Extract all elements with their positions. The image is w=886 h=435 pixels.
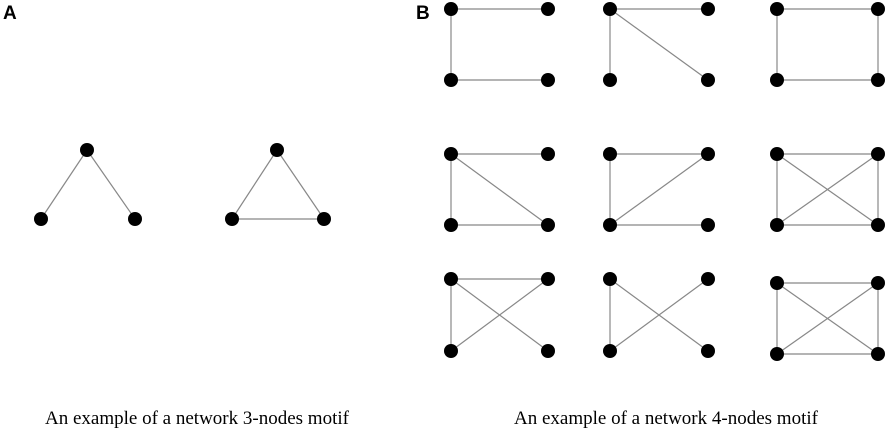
motif-node xyxy=(541,272,555,286)
motif-node xyxy=(444,2,458,16)
motif-node xyxy=(541,73,555,87)
motif-node xyxy=(444,218,458,232)
motif-node xyxy=(770,2,784,16)
panel-b-label: B xyxy=(416,3,430,24)
motif-node xyxy=(603,2,617,16)
motif-node xyxy=(701,147,715,161)
motif-square-with-diagonal-a xyxy=(444,147,555,232)
panel-b-motifs xyxy=(444,2,885,361)
motif-node xyxy=(444,147,458,161)
motif-bowtie-cross xyxy=(603,272,715,358)
motif-node xyxy=(225,212,239,226)
motif-edge xyxy=(86,149,136,220)
motif-node xyxy=(871,276,885,290)
motif-node xyxy=(444,73,458,87)
motif-node xyxy=(770,276,784,290)
motif-open-triad xyxy=(34,143,142,226)
motif-node xyxy=(701,272,715,286)
motif-edge xyxy=(609,278,709,352)
panel-a-caption: An example of a network 3-nodes motif xyxy=(45,408,350,429)
motif-node xyxy=(80,143,94,157)
motif-node xyxy=(770,347,784,361)
motif-node xyxy=(128,212,142,226)
motif-edge xyxy=(776,153,879,226)
motif-node xyxy=(701,218,715,232)
motif-node xyxy=(603,272,617,286)
motif-node xyxy=(701,73,715,87)
motif-node xyxy=(770,147,784,161)
motif-star-top-left xyxy=(603,2,715,87)
motif-node xyxy=(444,272,458,286)
motif-node xyxy=(770,73,784,87)
motif-node xyxy=(444,344,458,358)
motif-node xyxy=(701,344,715,358)
motif-closed-triangle xyxy=(225,143,331,226)
motif-node xyxy=(871,2,885,16)
motif-node xyxy=(34,212,48,226)
motif-node xyxy=(603,218,617,232)
motif-node xyxy=(603,147,617,161)
motif-square-with-diagonal-b xyxy=(603,147,715,232)
motif-edge xyxy=(776,282,879,355)
motif-node xyxy=(317,212,331,226)
motif-node xyxy=(770,218,784,232)
motif-node xyxy=(541,2,555,16)
motif-node xyxy=(871,73,885,87)
motif-edge xyxy=(609,8,709,81)
motif-node xyxy=(541,218,555,232)
motif-complete-k4-b xyxy=(770,276,885,361)
motif-node xyxy=(871,218,885,232)
panel-a-label: A xyxy=(3,3,17,24)
motif-node xyxy=(603,73,617,87)
motif-node xyxy=(541,344,555,358)
motif-node xyxy=(541,147,555,161)
motif-cycle-square xyxy=(770,2,885,87)
motif-node xyxy=(871,147,885,161)
motif-bowtie-left xyxy=(444,272,555,358)
motif-edge xyxy=(40,149,88,220)
panel-b-caption: An example of a network 4-nodes motif xyxy=(514,408,819,429)
motif-node xyxy=(701,2,715,16)
motif-complete-k4 xyxy=(770,147,885,232)
motif-node xyxy=(270,143,284,157)
motif-path-top-left-bottom xyxy=(444,2,555,87)
panel-a-motifs xyxy=(34,143,331,226)
motif-node xyxy=(871,347,885,361)
motif-edge xyxy=(450,153,549,226)
motif-node xyxy=(603,344,617,358)
motif-edge xyxy=(609,153,709,226)
motif-edge xyxy=(450,278,549,352)
motif-edge xyxy=(231,149,278,220)
motif-edge xyxy=(276,149,325,220)
